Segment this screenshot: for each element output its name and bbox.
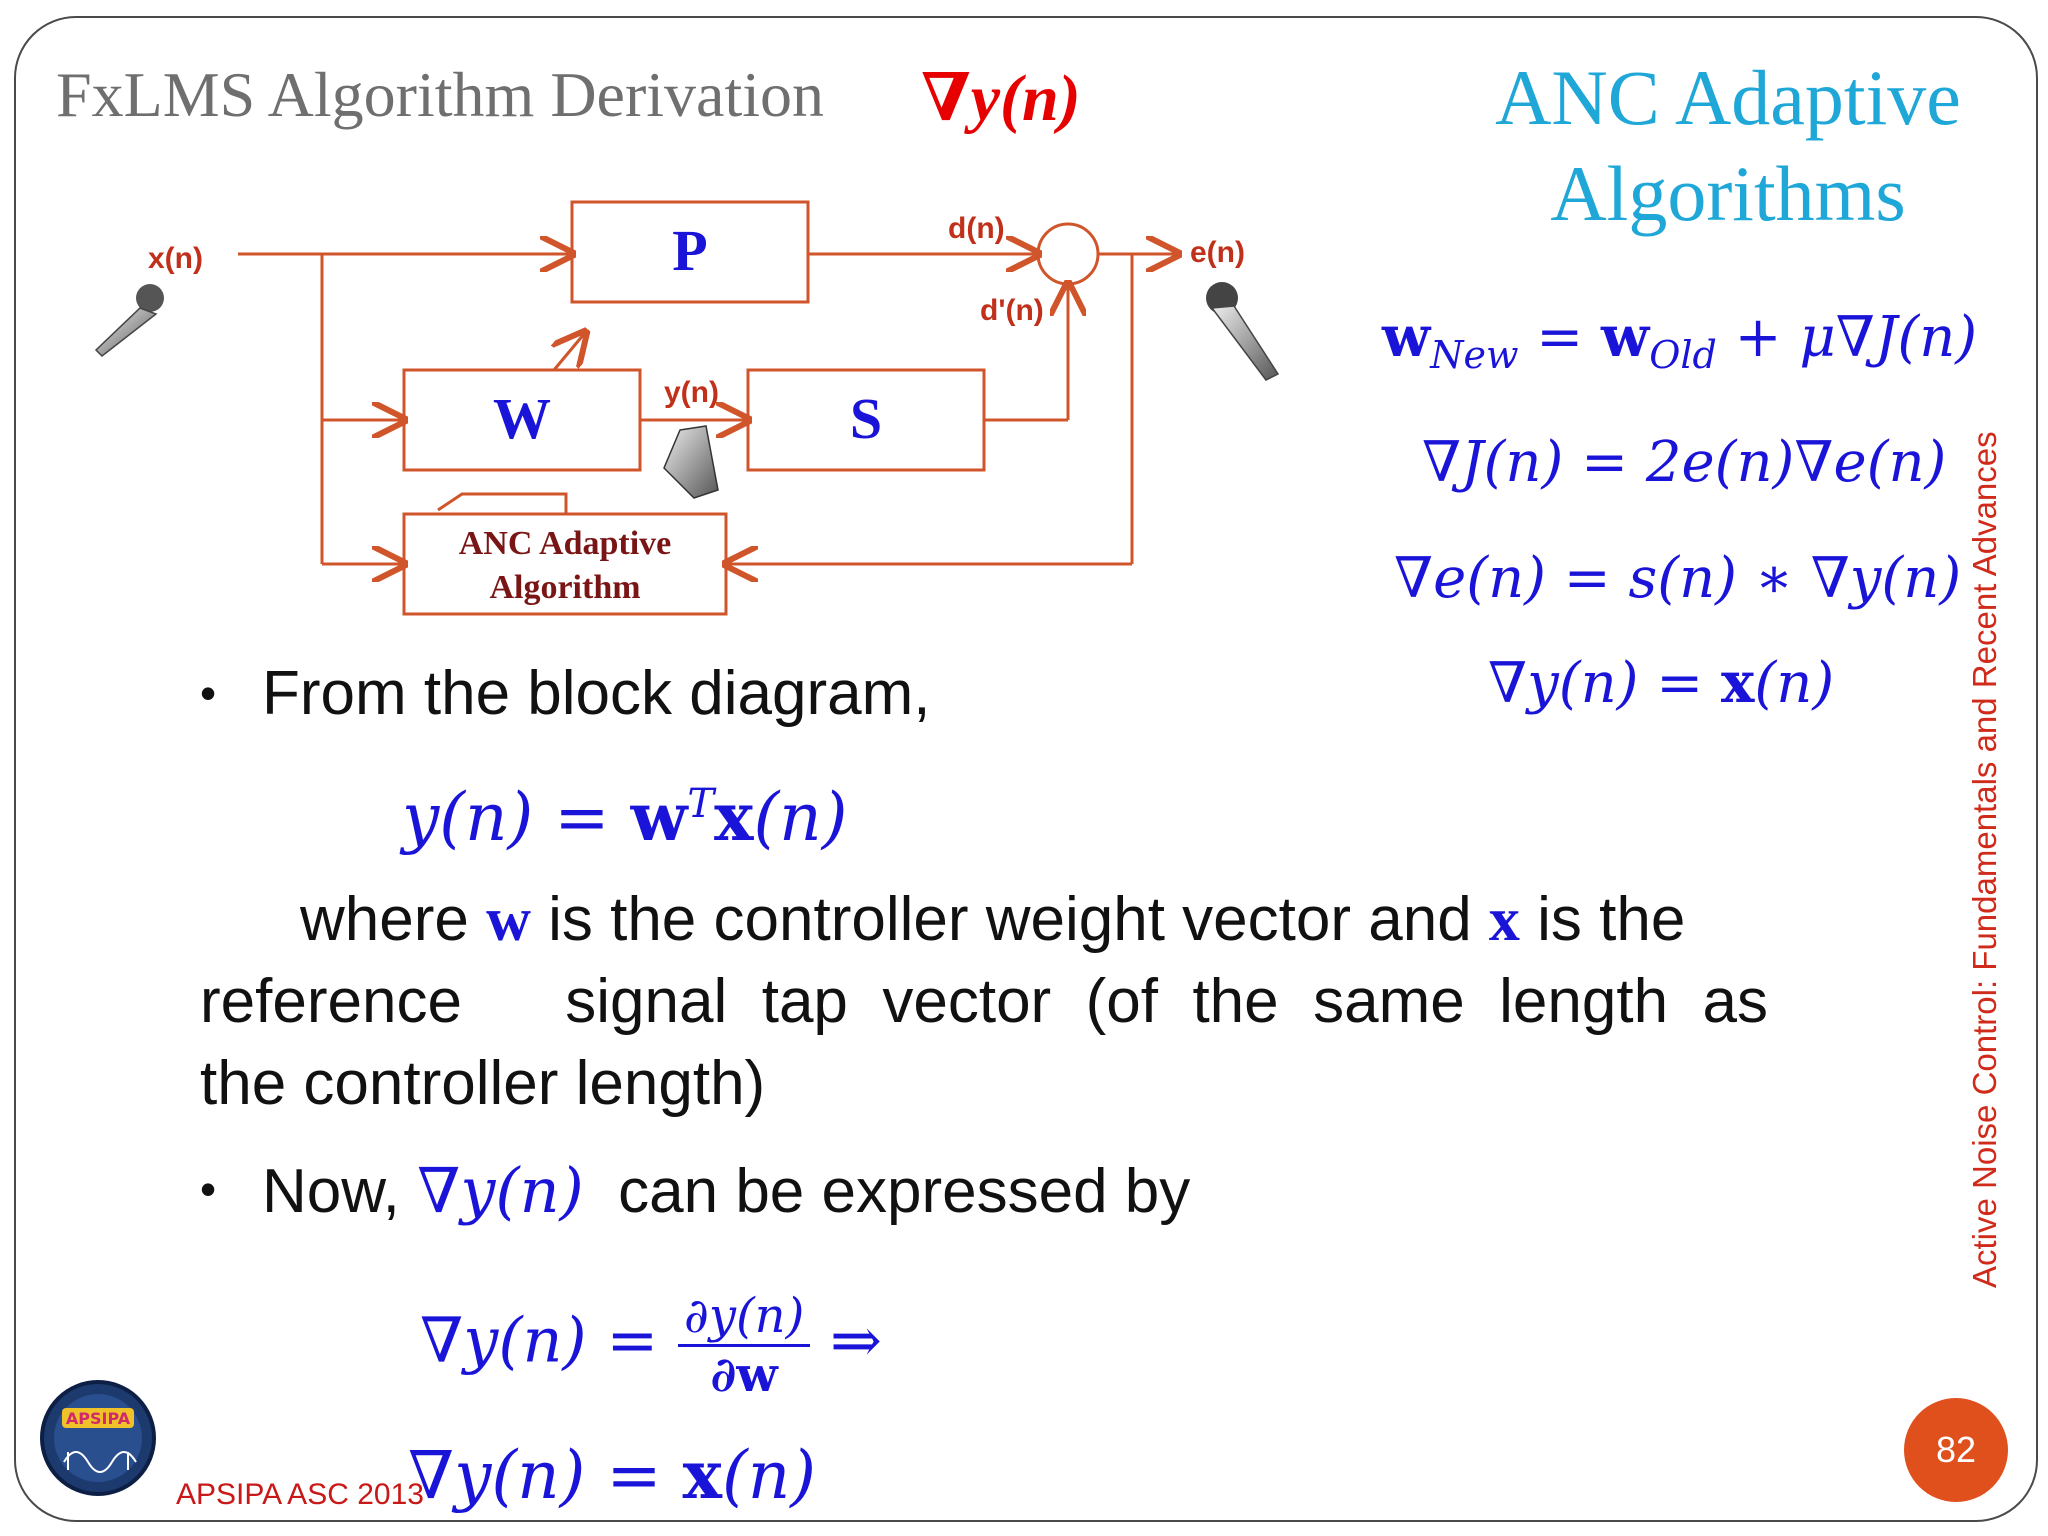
eq1-w-old: w — [1601, 304, 1650, 370]
eq4-left: ∇y(n) = — [1488, 651, 1722, 716]
loudspeaker-icon — [663, 425, 719, 499]
yeq-w: w — [630, 778, 688, 856]
eq1-w-new: w — [1382, 304, 1431, 370]
reference-mic-icon — [94, 284, 164, 357]
apsipa-logo-icon: APSIPA — [40, 1380, 156, 1496]
logo-text: APSIPA — [66, 1409, 131, 1428]
block-w-label: W — [493, 386, 551, 451]
eq1-sub-new: New — [1430, 333, 1519, 378]
eq1-rest: + μ∇J(n) — [1716, 305, 1978, 370]
equation-gradient-y: ∇y(n) = x(n) — [1488, 650, 1834, 716]
eq4-right: (n) — [1754, 651, 1835, 716]
partial-fraction: ∂y(n)∂w — [678, 1288, 811, 1403]
yeq-x: x — [714, 778, 754, 856]
final-right: (n) — [722, 1437, 817, 1514]
partial-numerator: ∂y(n) — [678, 1288, 811, 1347]
algorithm-label-line2: Algorithm — [489, 569, 640, 606]
page-number-badge: 82 — [1904, 1398, 2008, 1502]
title-symbol: ∇y(n) — [921, 62, 1081, 135]
eq4-x: x — [1721, 650, 1755, 716]
bullet-dot-1: • — [200, 667, 217, 719]
label-e: e(n) — [1190, 236, 1245, 269]
label-y: y(n) — [664, 376, 719, 409]
label-d: d(n) — [948, 212, 1005, 245]
block-s-label: S — [850, 386, 882, 451]
slide: FxLMS Algorithm Derivation ∇y(n) ANC Ada… — [14, 16, 2038, 1522]
para-w-symbol: w — [486, 886, 531, 954]
error-mic-icon — [1206, 282, 1280, 381]
partial-implies: ⇒ — [810, 1303, 882, 1377]
eq1-equals: = — [1518, 305, 1602, 370]
paragraph-line-1: where w is the controller weight vector … — [300, 884, 1685, 956]
label-x: x(n) — [148, 242, 203, 275]
partial-den-text: ∂w — [710, 1347, 778, 1403]
equation-weight-update: wNew = wOld + μ∇J(n) — [1382, 304, 1977, 377]
equation-gradient-j: ∇J(n) = 2e(n)∇e(n) — [1422, 430, 1947, 495]
paragraph-line-3: the controller length) — [200, 1049, 766, 1118]
sum-junction — [1036, 222, 1100, 286]
label-d-prime: d'(n) — [980, 294, 1044, 327]
para-x-symbol: x — [1488, 886, 1520, 954]
paragraph-line-2: reference signal tap vector (of the same… — [200, 967, 1769, 1036]
conference-footer: APSIPA ASC 2013 — [176, 1478, 424, 1511]
equation-output: y(n) = wTx(n) — [402, 778, 847, 856]
partial-lhs: ∇y(n) = — [420, 1303, 678, 1377]
final-x: x — [682, 1436, 722, 1514]
block-p-rect — [570, 200, 810, 304]
bullet-2-text: Now, ∇y(n) can be expressed by — [262, 1154, 1190, 1227]
section-title-line2: Algorithms — [1550, 150, 1906, 237]
slide-title: FxLMS Algorithm Derivation — [56, 59, 824, 130]
equation-partial: ∇y(n) = ∂y(n)∂w ⇒ — [420, 1288, 882, 1403]
para-where: where — [300, 885, 487, 954]
bullet-2-now: Now, — [262, 1157, 418, 1226]
section-title-line1: ANC Adaptive — [1495, 54, 1961, 141]
anc-block-diagram: x(n) d(n) e(n) d'(n) y(n) P W S ANC Adap… — [94, 200, 1280, 616]
equation-final: ∇y(n) = x(n) — [408, 1436, 816, 1514]
bullet-2-symbol: ∇y(n) — [417, 1154, 584, 1227]
eq1-sub-old: Old — [1649, 333, 1717, 378]
yeq-right: (n) — [753, 779, 848, 856]
yeq-transpose: T — [687, 781, 715, 827]
block-p-label: P — [672, 218, 707, 283]
para-end: is the — [1519, 885, 1686, 954]
sidebar-vertical-text: Active Noise Control: Fundamentals and R… — [1966, 431, 2003, 1288]
bullet-2-rest: can be expressed by — [583, 1157, 1191, 1226]
para-middle: is the controller weight vector and — [530, 885, 1489, 954]
algorithm-label-line1: ANC Adaptive — [459, 525, 672, 562]
final-left: ∇y(n) = — [408, 1437, 683, 1514]
section-title: ANC Adaptive Algorithms — [1448, 50, 2008, 242]
yeq-left: y(n) = — [402, 779, 631, 856]
bullet-1-text: From the block diagram, — [262, 659, 931, 728]
equation-gradient-e: ∇e(n) = s(n) ∗ ∇y(n) — [1394, 546, 1962, 611]
bullet-dot-2: • — [200, 1163, 217, 1215]
partial-denominator: ∂w — [678, 1347, 810, 1403]
